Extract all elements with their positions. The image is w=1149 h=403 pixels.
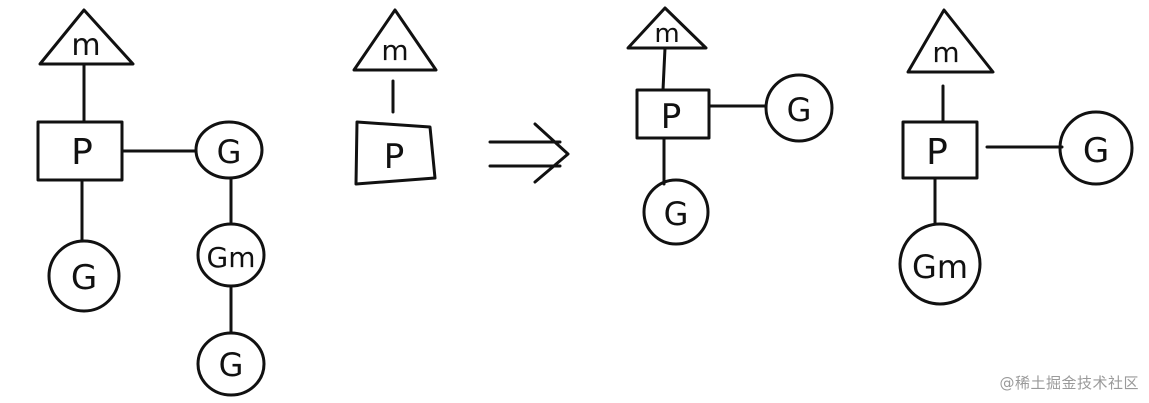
g-label-4: G [1083,131,1109,171]
g-label-1c: G [219,346,244,384]
transition-arrow [488,122,570,184]
m-p-link-3 [661,46,667,92]
p-box-2 [354,120,437,186]
p-label-2: P [384,137,405,177]
g-label-3a: G [787,91,812,129]
gm-label-1: Gm [207,241,256,274]
g-circle-3b [642,178,710,246]
g-label-1a: G [71,258,97,298]
diagram-4: m P G Gm [898,8,1134,306]
g-circle-1a [47,239,121,313]
p-label-1: P [71,132,93,173]
m-label-1: m [71,28,100,63]
g-circle-1b [194,120,264,180]
p-box-4 [901,120,979,180]
p-box-3 [635,88,711,140]
g-label-3b: G [664,195,689,233]
m-label-4: m [932,36,959,69]
m-triangle-4 [906,8,995,74]
g-label-1b: G [217,133,242,171]
m-triangle-3 [626,6,708,50]
m-label-3: m [654,19,679,49]
m-label-2: m [381,34,408,67]
g-circle-1c [196,331,266,397]
watermark: @稀土掘金技术社区 [999,374,1139,392]
m-triangle-2 [352,8,438,72]
arrow-head [533,122,570,184]
diagram-3: m P G G [626,6,834,246]
g-circle-3a [764,73,834,143]
gm-circle-4 [898,222,982,306]
diagram-2: m P [352,8,438,186]
gm-label-4: Gm [912,248,968,286]
g-circle-4 [1058,110,1134,186]
p-label-4: P [926,132,948,173]
m-triangle-1 [38,8,135,66]
diagram-1: m P G G Gm G [36,8,266,397]
p-label-3: P [661,97,682,137]
